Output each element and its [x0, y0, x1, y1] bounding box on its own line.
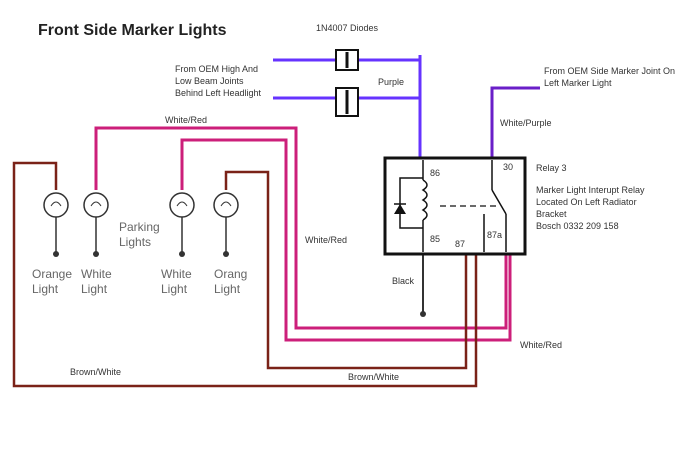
pin-85-label: 85 — [430, 234, 440, 244]
oem-beam-label-line3: Behind Left Headlight — [175, 88, 262, 98]
diodes-label: 1N4007 Diodes — [316, 23, 379, 33]
white-red-label-mid: White/Red — [305, 235, 347, 245]
white-red-outer — [94, 126, 508, 330]
light-4-label-line1: Orang — [214, 267, 247, 281]
brown-white-label-right: Brown/White — [348, 372, 399, 382]
light-2-label-line2: Light — [81, 282, 108, 296]
pin-87a-label: 87a — [487, 230, 502, 240]
white-purple-wire — [490, 86, 540, 160]
diode-top — [335, 49, 359, 71]
parking-lights-label-line1: Parking — [119, 220, 160, 234]
brown-white-inner — [224, 170, 468, 370]
relay-desc-line1: Marker Light Interupt Relay — [536, 185, 645, 195]
white-red-inner — [180, 138, 512, 342]
pin-86-label: 86 — [430, 168, 440, 178]
purple-label: Purple — [378, 77, 404, 87]
light-orange-right — [213, 192, 239, 257]
light-4-label-line2: Light — [214, 282, 241, 296]
relay-desc-line3: Bracket — [536, 209, 567, 219]
diode-bottom — [335, 87, 359, 117]
diagram-title: Front Side Marker Lights — [38, 22, 227, 39]
light-3-label-line2: Light — [161, 282, 188, 296]
relay-name-label: Relay 3 — [536, 163, 567, 173]
ground-terminal — [420, 311, 426, 317]
oem-beam-label-line2: Low Beam Joints — [175, 76, 244, 86]
oem-marker-label-line1: From OEM Side Marker Joint On — [544, 66, 675, 76]
pin-87-label: 87 — [455, 239, 465, 249]
white-purple-label: White/Purple — [500, 118, 552, 128]
purple-wires — [273, 55, 422, 160]
relay-desc-line2: Located On Left Radiator — [536, 197, 637, 207]
light-1-label-line1: Orange — [32, 267, 72, 281]
white-red-label-top: White/Red — [165, 115, 207, 125]
light-white-right — [169, 192, 195, 257]
oem-beam-label-line1: From OEM High And — [175, 64, 258, 74]
relay-desc-line4: Bosch 0332 209 158 — [536, 221, 619, 231]
light-2-label-line1: White — [81, 267, 112, 281]
brown-white-label-left: Brown/White — [70, 367, 121, 377]
oem-marker-label-line2: Left Marker Light — [544, 78, 612, 88]
brown-white-outer — [12, 161, 478, 388]
pin-30-label: 30 — [503, 162, 513, 172]
parking-lights-label-line2: Lights — [119, 235, 151, 249]
relay-box — [383, 156, 527, 256]
light-3-label-line1: White — [161, 267, 192, 281]
light-orange-left — [43, 192, 69, 257]
black-label: Black — [392, 276, 415, 286]
light-1-label-line2: Light — [32, 282, 59, 296]
white-red-label-bottom: White/Red — [520, 340, 562, 350]
brown-white-wires — [12, 161, 478, 388]
light-white-left — [83, 192, 109, 257]
white-red-wires — [94, 126, 512, 342]
